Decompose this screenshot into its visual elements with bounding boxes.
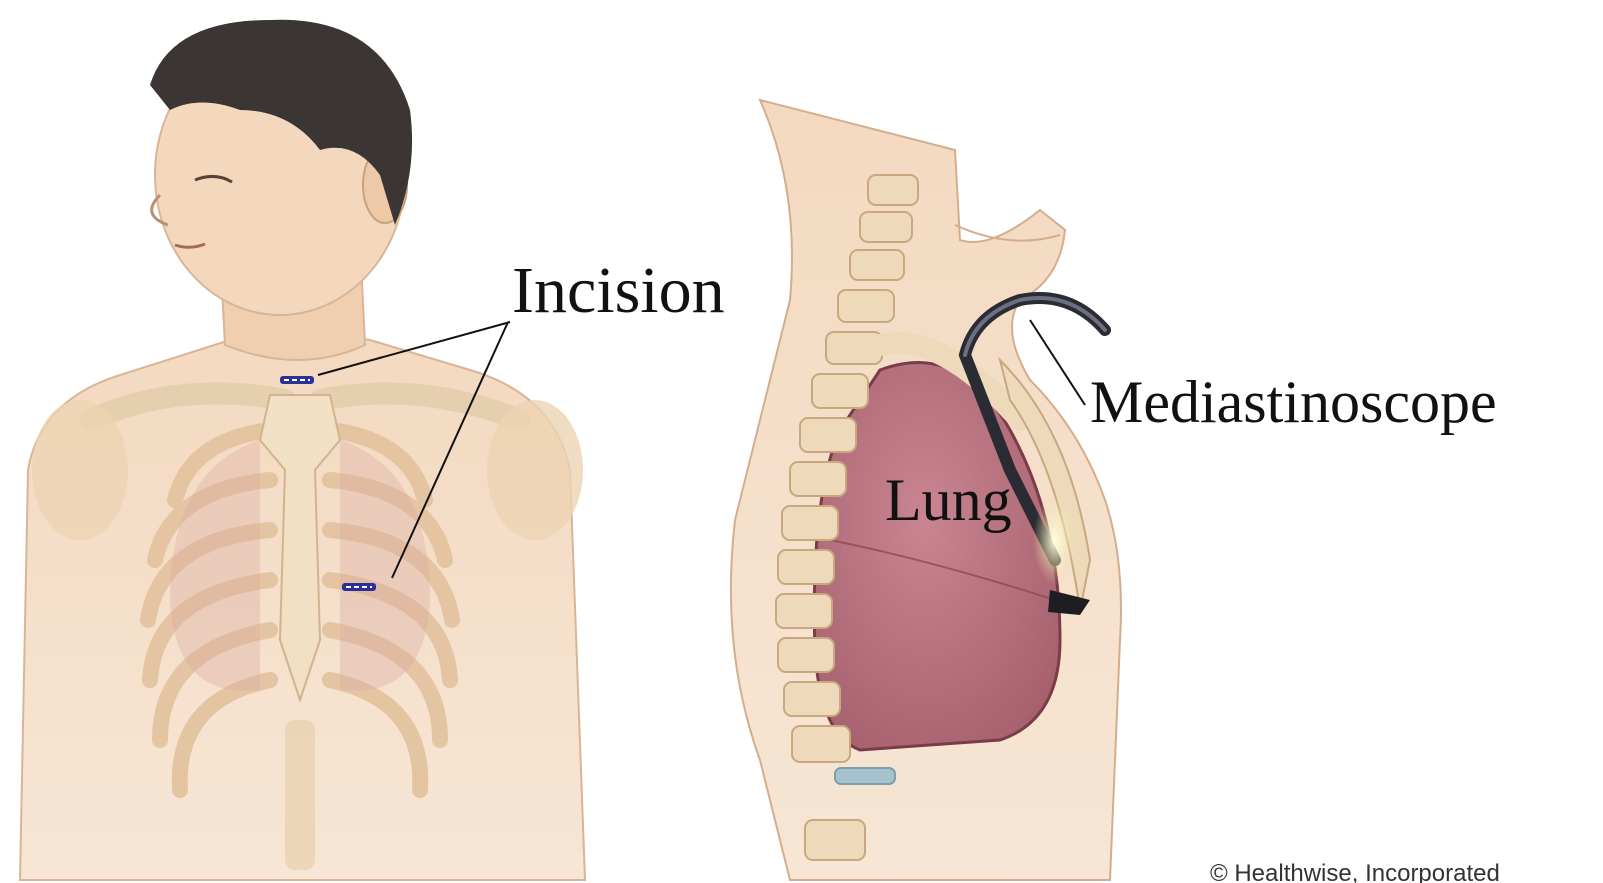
incision-mark-lower <box>342 583 376 591</box>
lung-label: Lung <box>885 470 1012 530</box>
front-shoulder-left <box>32 400 128 540</box>
mediastinoscope-label: Mediastinoscope <box>1090 372 1497 432</box>
scope-light <box>1033 495 1077 585</box>
incision-label: Incision <box>512 258 725 324</box>
copyright-credit: © Healthwise, Incorporated <box>1210 862 1500 883</box>
side-spine-disc <box>835 768 895 784</box>
front-view-figure <box>20 20 585 880</box>
front-shoulder-right <box>487 400 583 540</box>
front-spine-hint <box>285 720 315 870</box>
incision-mark-upper <box>280 376 314 384</box>
